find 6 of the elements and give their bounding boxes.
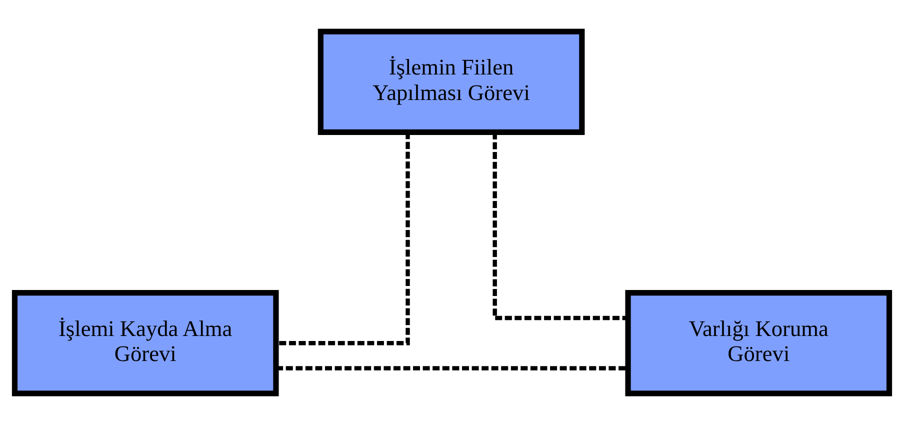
- node-box: İşlemin Fiilen Yapılması Görevi: [318, 28, 585, 135]
- connector: [276, 366, 628, 370]
- connector: [492, 132, 628, 320]
- node-box: Varlığı Koruma Görevi: [625, 290, 892, 396]
- node-box: İşlemi Kayda Alma Görevi: [12, 290, 279, 396]
- connector: [276, 132, 410, 346]
